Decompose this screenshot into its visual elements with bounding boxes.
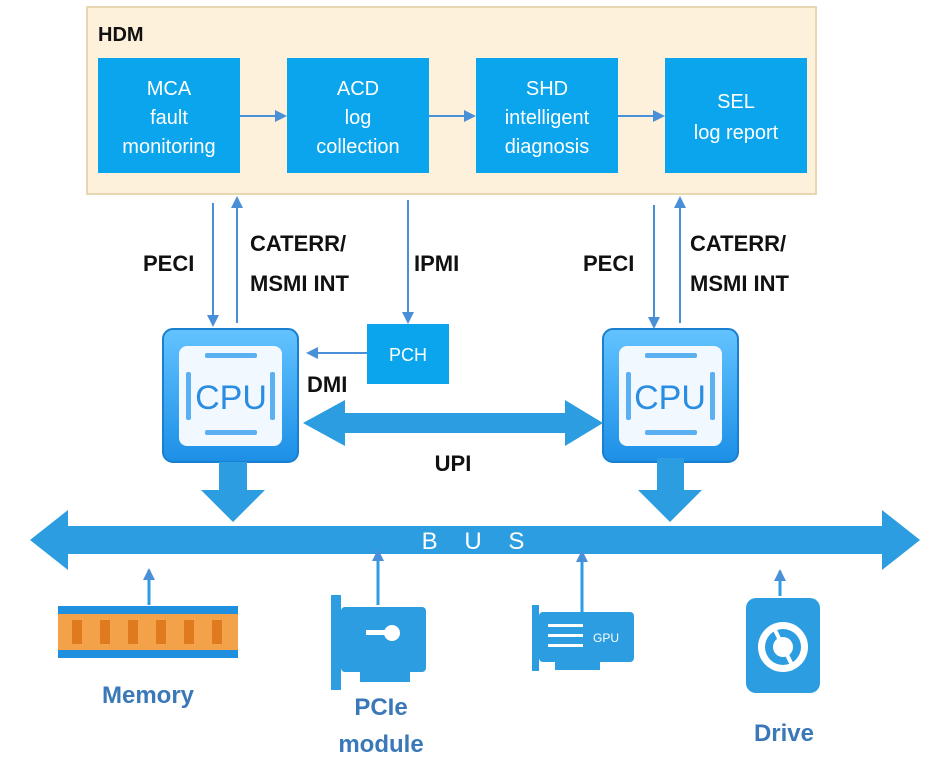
pcie-card-icon <box>331 595 426 690</box>
caterr-left-label-line-2: MSMI INT <box>250 271 350 296</box>
upi-label: UPI <box>435 451 472 476</box>
caterr-right-label-line-1: CATERR/ <box>690 231 786 256</box>
cpu-left-label: CPU <box>195 379 267 417</box>
step-shd-line-3: diagnosis <box>505 136 590 158</box>
cpu-left: CPU <box>162 328 299 463</box>
step-acd-line-1: ACD <box>337 78 379 100</box>
step-shd: SHD intelligent diagnosis <box>476 58 618 173</box>
step-acd: ACD log collection <box>287 58 429 173</box>
step-mca-line-3: monitoring <box>122 136 215 158</box>
hdm-title: HDM <box>98 24 144 46</box>
caterr-right-label-line-2: MSMI INT <box>690 271 790 296</box>
step-sel-line-2: log report <box>694 122 779 144</box>
cpu-left-bus-arrow <box>201 462 265 522</box>
peci-right-label: PECI <box>583 251 634 276</box>
step-mca-line-2: fault <box>150 107 188 129</box>
pch-box: PCH <box>367 324 449 384</box>
dmi-label: DMI <box>307 372 347 397</box>
pch-label: PCH <box>389 345 427 365</box>
step-acd-line-3: collection <box>316 136 399 158</box>
step-sel: SEL log report <box>665 58 807 173</box>
step-acd-line-2: log <box>345 107 372 129</box>
cpu-right: CPU <box>602 328 739 463</box>
drive-icon <box>746 598 820 693</box>
memory-icon <box>58 606 238 658</box>
bus-label: B U S <box>422 528 535 555</box>
step-shd-line-2: intelligent <box>505 107 590 129</box>
gpu-card-icon: GPU <box>532 605 634 671</box>
step-shd-line-1: SHD <box>526 78 568 100</box>
pcie-label-line-2: module <box>338 731 423 758</box>
cpu-right-label: CPU <box>634 379 706 417</box>
drive-label: Drive <box>754 720 814 747</box>
peci-left-label: PECI <box>143 251 194 276</box>
gpu-icon-text: GPU <box>593 631 619 645</box>
step-mca: MCA fault monitoring <box>98 58 240 173</box>
upi-arrow <box>303 400 603 446</box>
memory-label: Memory <box>102 682 195 709</box>
step-sel-line-1: SEL <box>717 91 755 113</box>
caterr-left-label-line-1: CATERR/ <box>250 231 346 256</box>
pcie-label-line-1: PCIe <box>354 694 407 721</box>
ipmi-label: IPMI <box>414 251 459 276</box>
cpu-right-bus-arrow <box>638 458 702 522</box>
bus-bar <box>30 510 920 570</box>
step-mca-line-1: MCA <box>147 78 192 100</box>
